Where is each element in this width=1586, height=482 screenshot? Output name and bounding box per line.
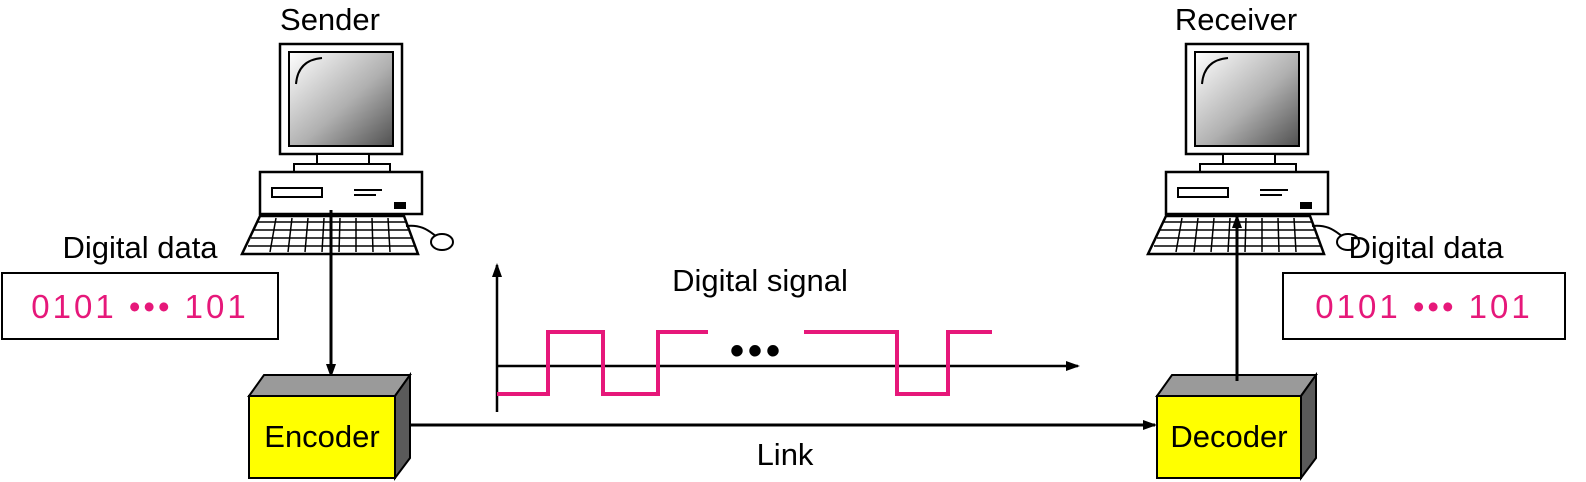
decoder-box xyxy=(1155,371,1318,481)
signal-ellipsis: ••• xyxy=(730,329,784,373)
sender-title: Sender xyxy=(280,2,380,37)
sender-computer-icon xyxy=(240,42,455,256)
encoder-box xyxy=(247,371,412,481)
digital-signal-waveform-right xyxy=(804,330,992,396)
receiver-title: Receiver xyxy=(1175,2,1297,37)
right-digital-data-box xyxy=(1282,272,1566,340)
right-digital-data-bits: 0101 ••• 101 xyxy=(1315,288,1532,325)
link-label: Link xyxy=(757,437,814,472)
left-digital-data-label: Digital data xyxy=(62,230,218,265)
receiver-computer-icon xyxy=(1146,42,1361,256)
left-digital-data-box xyxy=(1,272,279,340)
left-digital-data-bits: 0101 ••• 101 xyxy=(31,288,248,325)
digital-signal-waveform-left xyxy=(497,330,708,396)
decoder-label: Decoder xyxy=(1170,419,1287,454)
encoder-label: Encoder xyxy=(264,419,379,454)
right-digital-data-label: Digital data xyxy=(1348,230,1504,265)
digital-signal-label: Digital signal xyxy=(672,263,848,298)
